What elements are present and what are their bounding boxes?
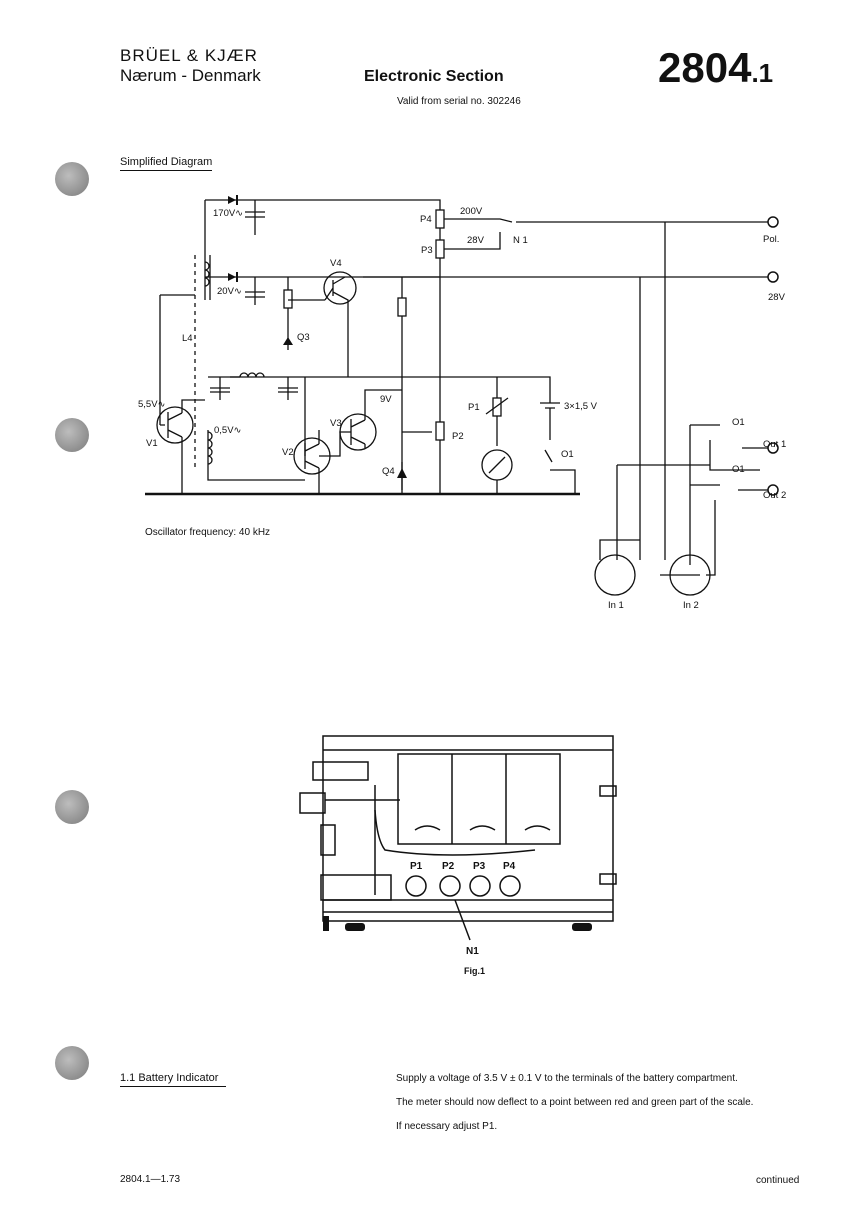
label-5v5: 5,5V∿ xyxy=(138,399,166,410)
label-9v: 9V xyxy=(380,394,392,405)
document-number: 2804.1 xyxy=(658,44,773,92)
doc-number-suffix: .1 xyxy=(751,58,774,88)
label-q3: Q3 xyxy=(297,332,310,343)
paragraph-line-2: The meter should now deflect to a point … xyxy=(396,1097,754,1108)
battery-indicator-heading: 1.1 Battery Indicator xyxy=(120,1072,226,1087)
fig-label-n1: N1 xyxy=(466,946,479,957)
footer-code: 2804.1—1.73 xyxy=(120,1174,181,1185)
label-0v5: 0,5V∿ xyxy=(214,425,242,436)
figure-1-drawing: P1 P2 P3 P4 N1 Fig.1 xyxy=(299,735,617,976)
company-line-1: BRÜEL & KJÆR xyxy=(120,46,258,65)
fig-caption: Fig.1 xyxy=(464,966,485,976)
label-o1-a: O1 xyxy=(732,417,745,428)
label-28v-out: 28V xyxy=(768,292,786,303)
fig-label-p2: P2 xyxy=(442,861,455,872)
label-v3: V3 xyxy=(330,418,342,429)
section-title: Electronic Section xyxy=(364,68,504,85)
label-p3: P3 xyxy=(421,245,433,256)
label-v4: V4 xyxy=(330,258,342,269)
valid-from: Valid from serial no. 302246 xyxy=(397,96,521,107)
punch-hole xyxy=(55,790,89,824)
company-line-2: Nærum - Denmark xyxy=(120,66,261,85)
label-v1: V1 xyxy=(146,438,158,449)
fig-label-p1: P1 xyxy=(410,861,423,872)
punch-hole xyxy=(55,418,89,452)
label-o1-switch: O1 xyxy=(561,449,574,460)
label-out2: Out 2 xyxy=(763,490,786,501)
punch-hole xyxy=(55,1046,89,1080)
label-q4: Q4 xyxy=(382,466,395,477)
label-200v: 200V xyxy=(460,206,483,217)
company-name: BRÜEL & KJÆR Nærum - Denmark xyxy=(120,46,261,86)
label-p4: P4 xyxy=(420,214,432,225)
label-out1: Out 1 xyxy=(763,439,786,450)
label-p2: P2 xyxy=(452,431,464,442)
label-battery: 3×1,5 V xyxy=(564,401,598,412)
punch-hole xyxy=(55,162,89,196)
label-n1: N 1 xyxy=(513,235,528,246)
label-in1: In 1 xyxy=(608,600,624,611)
label-pol: Pol. xyxy=(763,234,779,245)
label-20v: 20V∿ xyxy=(217,286,242,297)
paragraph-line-1: Supply a voltage of 3.5 V ± 0.1 V to the… xyxy=(396,1073,738,1084)
oscillator-note: Oscillator frequency: 40 kHz xyxy=(145,527,271,538)
label-170v: 170V∿ xyxy=(213,208,243,219)
label-l4: L4 xyxy=(182,333,193,344)
label-28v-pot: 28V xyxy=(467,235,485,246)
schematic-diagram: 170V∿ 20V∿ 5,5V∿ 0,5V∿ L4 V1 V2 V3 V4 Q3… xyxy=(138,195,786,611)
label-o1-b: O1 xyxy=(732,464,745,475)
fig-label-p4: P4 xyxy=(503,861,516,872)
diagram-title: Simplified Diagram xyxy=(120,156,213,171)
battery-indicator-text: Supply a voltage of 3.5 V ± 0.1 V to the… xyxy=(396,1067,753,1139)
label-v2: V2 xyxy=(282,447,294,458)
footer-continued: continued xyxy=(756,1175,800,1186)
label-p1: P1 xyxy=(468,402,480,413)
fig-label-p3: P3 xyxy=(473,861,486,872)
label-in2: In 2 xyxy=(683,600,699,611)
paragraph-line-3: If necessary adjust P1. xyxy=(396,1121,498,1132)
doc-number-main: 2804 xyxy=(658,44,752,91)
